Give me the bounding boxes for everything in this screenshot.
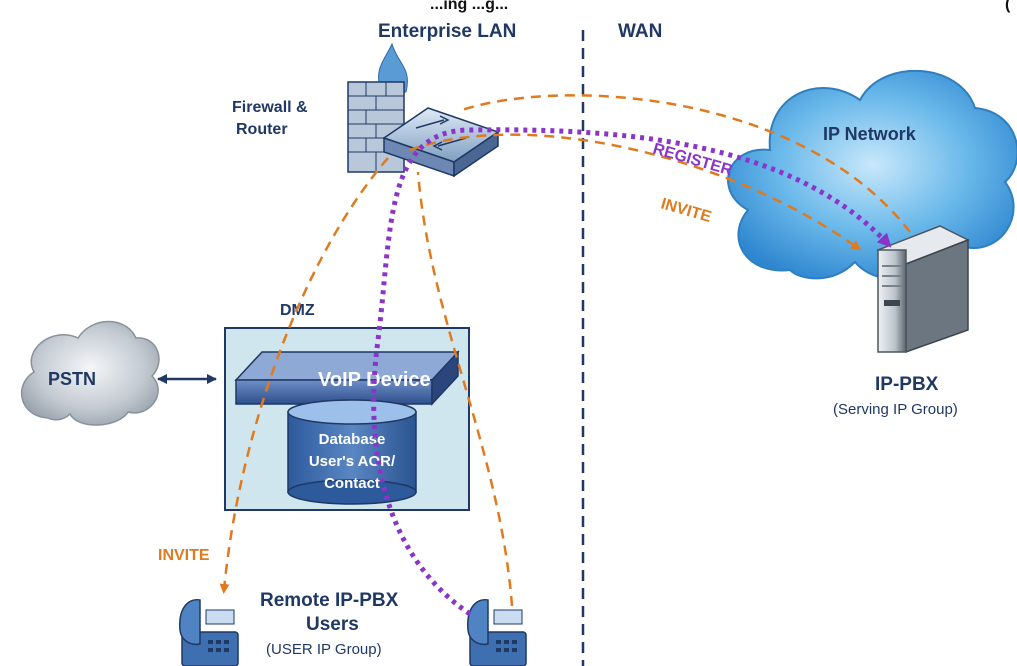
- pstn-label: PSTN: [48, 369, 96, 389]
- ip-pbx-sublabel: (Serving IP Group): [833, 401, 958, 418]
- phone-left-icon: [179, 598, 239, 666]
- ip-pbx-server-icon: [876, 225, 970, 354]
- zone-label-wan: WAN: [618, 21, 662, 42]
- ip-network-label: IP Network: [823, 124, 917, 144]
- phone-right-icon: [467, 598, 527, 666]
- firewall-label-line2: Router: [236, 121, 288, 138]
- invite-lan-label: INVITE: [158, 547, 210, 564]
- title-fragment-left: ...ing ...g...: [430, 0, 508, 13]
- database-icon: Database User's AOR/ Contact: [287, 399, 417, 505]
- database-line2: User's AOR/: [309, 453, 396, 470]
- ip-network-cloud: IP Network: [727, 70, 1017, 281]
- invite-phone-uplink: [416, 171, 514, 607]
- remote-users-label-line1: Remote IP-PBX: [260, 590, 399, 611]
- firewall-label-line1: Firewall &: [232, 99, 308, 116]
- ip-pbx-label: IP-PBX: [875, 374, 939, 395]
- remote-users-sublabel: (USER IP Group): [266, 641, 382, 658]
- remote-users-label-line2: Users: [306, 614, 359, 635]
- zone-label-lan: Enterprise LAN: [378, 21, 516, 42]
- invite-lan-arrow: [219, 157, 389, 594]
- title-fragment-right: (: [1005, 0, 1011, 13]
- invite-wan-return-arc: [461, 94, 911, 233]
- invite-wan-label: INVITE: [659, 196, 714, 227]
- database-line1: Database: [319, 431, 386, 448]
- voip-device-icon: VoIP Device: [234, 350, 460, 406]
- invite-wan-arrow: [409, 133, 862, 251]
- database-line3: Contact: [324, 475, 380, 492]
- register-label: REGISTER: [651, 141, 735, 180]
- pstn-cloud: PSTN: [20, 320, 160, 426]
- register-arrow: [371, 127, 892, 617]
- firewall-router-icon: [347, 42, 500, 178]
